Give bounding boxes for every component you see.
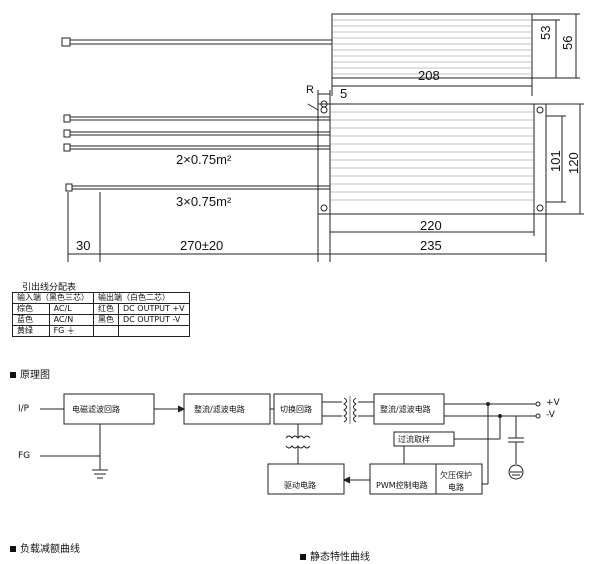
block-pwm <box>369 463 437 495</box>
upper-housing <box>331 13 533 79</box>
rect2-label: 整流/滤波电路 <box>380 405 431 414</box>
dim-220: 220 <box>420 218 442 233</box>
block-rect1 <box>183 393 271 425</box>
rect1-label: 整流/滤波电路 <box>194 405 245 414</box>
upper-housing-fins <box>332 19 532 75</box>
block-uvp <box>435 463 483 495</box>
switch-label: 切换回路 <box>280 405 312 414</box>
input-wire-gauge: 2×0.75m² <box>176 152 232 167</box>
table-cell <box>118 325 190 337</box>
table-row: 蓝色 AC/N 黑色 DC OUTPUT -V <box>12 314 190 326</box>
emi-label: 电磁滤波回路 <box>72 405 120 414</box>
table-cell: DC OUTPUT +V <box>118 303 190 315</box>
table-row: 黄绿 FG ⏚ <box>12 325 190 337</box>
dim-235: 235 <box>420 238 442 253</box>
block-drive <box>267 463 345 495</box>
section-bullet <box>10 546 16 552</box>
table-cell: 蓝色 <box>12 314 50 326</box>
section-bullet <box>10 372 16 378</box>
dim-30: 30 <box>76 238 91 253</box>
lower-housing <box>329 103 535 215</box>
wire-table: 输入端（黑色三芯） 输出端（白色二芯） 棕色 AC/L 红色 DC OUTPUT… <box>12 292 190 337</box>
table-cell: AC/N <box>48 314 95 326</box>
schematic-title: 原理图 <box>20 370 50 381</box>
derating-title: 负载减额曲线 <box>20 544 80 555</box>
table-cell: 黄绿 <box>12 325 50 337</box>
lower-housing-fins <box>330 111 534 201</box>
mount-hole <box>320 106 328 114</box>
dim-56: 56 <box>560 35 575 50</box>
table-cell: 黑色 <box>93 314 119 326</box>
wire-table-title: 引出线分配表 <box>22 283 77 293</box>
dim-270: 270±20 <box>180 238 224 253</box>
table-cell: AC/L <box>48 303 95 315</box>
ground-symbol <box>508 464 524 480</box>
table-header-input: 输入端（黑色三芯） <box>12 292 94 304</box>
input-fg-label: FG <box>18 451 31 461</box>
uvp-label-1: 欠压保护 <box>440 471 472 480</box>
mechanical-drawing <box>61 13 584 262</box>
dim-120: 120 <box>566 152 581 174</box>
input-ip-label: I/P <box>18 404 30 414</box>
table-cell: DC OUTPUT -V <box>118 314 190 326</box>
output-neg-label: -V <box>546 410 555 420</box>
static-title: 静态特性曲线 <box>310 552 370 563</box>
pwm-label: PWM控制电路 <box>376 481 428 490</box>
dim-53: 53 <box>538 25 553 40</box>
dim-208: 208 <box>418 68 440 83</box>
table-cell <box>93 325 119 337</box>
dim-r: R <box>306 84 314 96</box>
derating-heading: 负载减额曲线 <box>10 540 80 555</box>
table-cell: FG ⏚ <box>48 325 95 337</box>
table-cell: 棕色 <box>12 303 50 315</box>
section-bullet <box>300 554 306 560</box>
output-pos-label: +V <box>546 398 560 408</box>
table-header-output: 输出端（白色二芯） <box>93 292 190 304</box>
schematic-heading: 原理图 <box>10 366 50 381</box>
output-wire-gauge: 3×0.75m² <box>176 194 232 209</box>
static-heading: 静态特性曲线 <box>300 548 370 563</box>
uvp-label-2: 电路 <box>448 483 464 492</box>
table-row: 输入端（黑色三芯） 输出端（白色二芯） <box>12 292 190 304</box>
dim-101: 101 <box>548 150 563 172</box>
drive-label: 驱动电路 <box>284 481 316 490</box>
table-cell: 红色 <box>93 303 119 315</box>
dim-5: 5 <box>340 86 348 101</box>
table-row: 棕色 AC/L 红色 DC OUTPUT +V <box>12 303 190 315</box>
ocp-label: 过流取样 <box>398 435 430 444</box>
schematic-diagram <box>40 393 541 495</box>
block-rect2 <box>373 393 445 425</box>
